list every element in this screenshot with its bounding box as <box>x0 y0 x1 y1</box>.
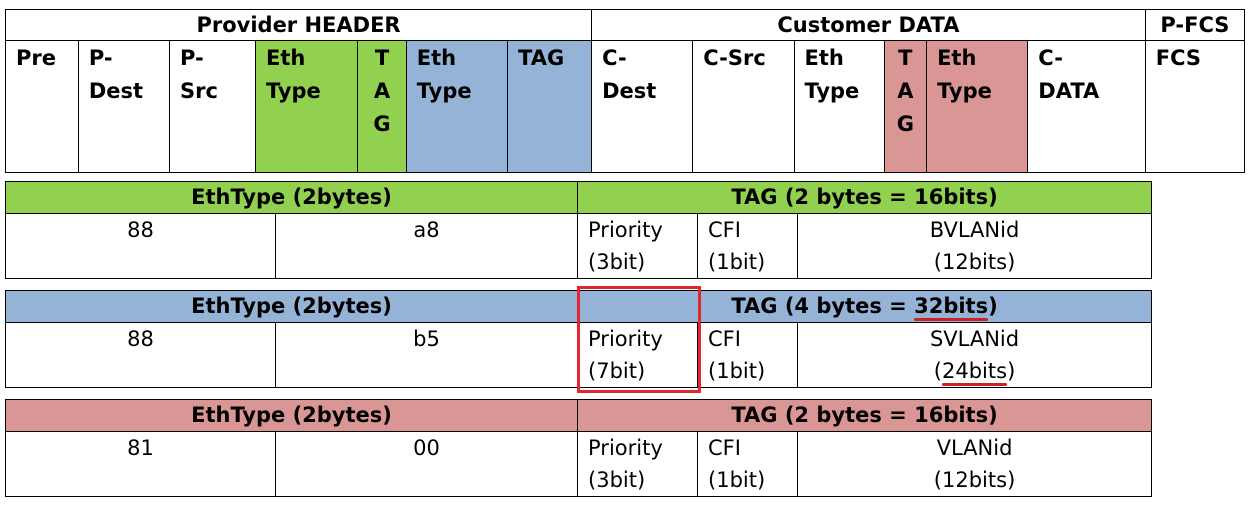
field-c-dest: C-Dest <box>591 40 694 173</box>
vlan-id-cell: VLANid(12bits) <box>797 431 1153 497</box>
ethtype-label: EthType (2bytes) <box>4 181 579 214</box>
tag-detail-table-2: EthType (2bytes) TAG (4 bytes = 32bits) … <box>4 290 1153 388</box>
priority-cell: Priority(3bit) <box>577 213 699 279</box>
tag-bits-underline: 32bits <box>914 291 989 322</box>
tag-label: TAG (2 bytes = 16bits) <box>577 181 1153 214</box>
cfi-cell: CFI(1bit) <box>697 322 799 388</box>
field-fcs: FCS <box>1144 40 1246 173</box>
ethtype-label: EthType (2bytes) <box>4 399 579 432</box>
frame-header-table: Provider HEADER Customer DATA P-FCS Pre … <box>4 9 1246 173</box>
field-p-dest: P-Dest <box>77 40 170 173</box>
p-fcs-section: P-FCS <box>1144 9 1246 41</box>
field-pre: Pre <box>5 40 79 173</box>
ethtype-label: EthType (2bytes) <box>4 290 579 323</box>
ethtype-byte-1: 88 <box>5 322 276 388</box>
vlan-bits-underline: 24bits <box>942 355 1008 387</box>
field-p-src: P-Src <box>168 40 257 173</box>
field-c-data: C-DATA <box>1027 40 1146 173</box>
ethtype-byte-1: 88 <box>5 213 276 279</box>
priority-cell: Priority(7bit) <box>577 322 699 388</box>
tag-label: TAG (4 bytes = 32bits) <box>577 290 1153 323</box>
field-c-src: C-Src <box>692 40 795 173</box>
cfi-cell: CFI(1bit) <box>697 431 799 497</box>
tag-label: TAG (2 bytes = 16bits) <box>577 399 1153 432</box>
customer-data-section: Customer DATA <box>591 9 1146 41</box>
ethtype-byte-2: b5 <box>274 322 579 388</box>
tag-detail-table-1: EthType (2bytes) TAG (2 bytes = 16bits) … <box>4 181 1153 279</box>
vlan-id-cell: BVLANid(12bits) <box>797 213 1153 279</box>
field-tag-2: TAG <box>507 40 593 173</box>
vlan-id-cell: SVLANid(24bits) <box>797 322 1153 388</box>
ethtype-byte-2: 00 <box>274 431 579 497</box>
cfi-cell: CFI(1bit) <box>697 213 799 279</box>
ethtype-byte-2: a8 <box>274 213 579 279</box>
provider-header-section: Provider HEADER <box>4 9 593 41</box>
priority-cell: Priority(3bit) <box>577 431 699 497</box>
tag-detail-table-3: EthType (2bytes) TAG (2 bytes = 16bits) … <box>4 399 1153 497</box>
ethtype-byte-1: 81 <box>5 431 276 497</box>
